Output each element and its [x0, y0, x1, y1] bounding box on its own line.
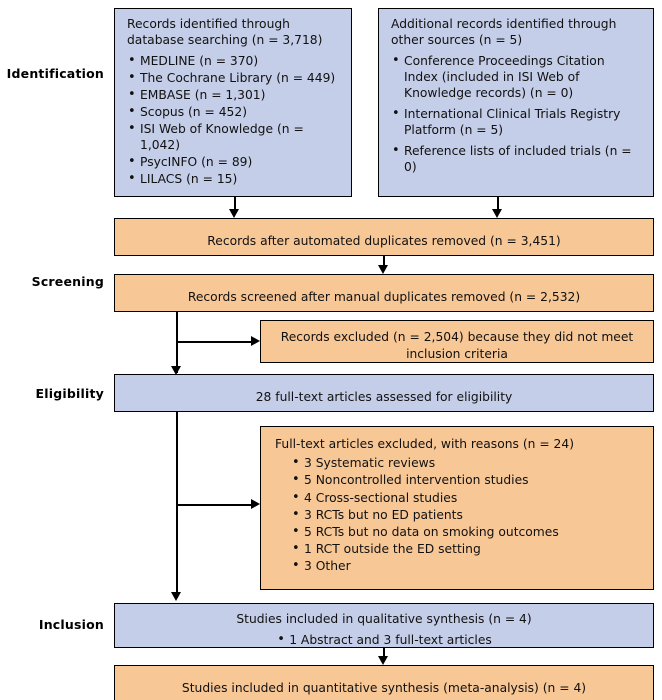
- box-auto-duplicates-removed: Records after automated duplicates remov…: [114, 218, 654, 256]
- box-database-search: Records identified through database sear…: [114, 8, 352, 197]
- box-other-sources-list: Conference Proceedings Citation Index (i…: [391, 52, 641, 176]
- arrowhead-down-icon: [229, 209, 239, 218]
- list-item: 3 Other: [291, 557, 639, 574]
- list-item: PsycINFO (n = 89): [127, 153, 339, 170]
- box-other-sources-heading: Additional records identified through ot…: [391, 17, 617, 48]
- box-database-search-list: MEDLINE (n = 370) The Cochrane Library (…: [127, 52, 339, 188]
- box-records-excluded-text: Records excluded (n = 2,504) because the…: [280, 330, 634, 361]
- list-item: LILACS (n = 15): [127, 170, 339, 187]
- connector-screened-to-excluded: [176, 341, 254, 343]
- list-item: ISI Web of Knowledge (n = 1,042): [127, 120, 339, 153]
- box-qualitative-synthesis-list: 1 Abstract and 3 full-text articles: [276, 630, 492, 648]
- connector-fulltext-to-excluded-reasons: [176, 504, 254, 506]
- box-fulltext-excluded-reasons: Full-text articles excluded, with reason…: [260, 426, 654, 590]
- arrowhead-down-icon: [171, 592, 181, 601]
- list-item: Reference lists of included trials (n = …: [391, 142, 641, 175]
- box-qualitative-synthesis-heading: Studies included in qualitative synthesi…: [236, 612, 532, 627]
- box-records-screened: Records screened after manual duplicates…: [114, 274, 654, 312]
- list-item: The Cochrane Library (n = 449): [127, 69, 339, 86]
- box-other-sources: Additional records identified through ot…: [378, 8, 654, 197]
- box-fulltext-excluded-heading: Full-text articles excluded, with reason…: [275, 437, 574, 451]
- list-item: 3 Systematic reviews: [291, 454, 639, 471]
- arrowhead-down-icon: [171, 366, 181, 375]
- list-item: 4 Cross-sectional studies: [291, 489, 639, 506]
- arrowhead-down-icon: [492, 209, 502, 218]
- arrowhead-right-icon: [251, 336, 260, 346]
- list-item: International Clinical Trials Registry P…: [391, 105, 641, 138]
- box-database-search-heading: Records identified through database sear…: [127, 17, 323, 48]
- list-item: MEDLINE (n = 370): [127, 52, 339, 69]
- stage-label-screening: Screening: [31, 274, 104, 289]
- box-records-screened-text: Records screened after manual duplicates…: [187, 289, 581, 304]
- list-item: 1 RCT outside the ED setting: [291, 540, 639, 557]
- arrowhead-down-icon: [378, 265, 388, 274]
- connector-othersources-to-dedup: [497, 197, 499, 211]
- connector-dedup-to-screened: [383, 256, 385, 267]
- list-item: EMBASE (n = 1,301): [127, 86, 339, 103]
- box-qualitative-synthesis: Studies included in qualitative synthesi…: [114, 603, 654, 648]
- box-records-excluded: Records excluded (n = 2,504) because the…: [260, 320, 654, 363]
- stage-label-inclusion: Inclusion: [38, 617, 104, 632]
- arrowhead-down-icon: [378, 656, 388, 665]
- connector-database-to-dedup: [234, 197, 236, 211]
- stage-label-eligibility: Eligibility: [35, 386, 104, 401]
- box-fulltext-assessed: 28 full-text articles assessed for eligi…: [114, 374, 654, 412]
- list-item: 1 Abstract and 3 full-text articles: [276, 630, 492, 648]
- list-item: 5 RCTs but no data on smoking outcomes: [291, 523, 639, 540]
- stage-label-identification: Identification: [6, 66, 104, 81]
- list-item: Conference Proceedings Citation Index (i…: [391, 52, 641, 101]
- list-item: 3 RCTs but no ED patients: [291, 506, 639, 523]
- connector-qualitative-to-quantitative: [383, 648, 385, 659]
- box-fulltext-assessed-text: 28 full-text articles assessed for eligi…: [255, 389, 513, 404]
- list-item: 5 Noncontrolled intervention studies: [291, 471, 639, 488]
- box-quantitative-synthesis-text: Studies included in quantitative synthes…: [181, 680, 587, 695]
- box-quantitative-synthesis: Studies included in quantitative synthes…: [114, 665, 654, 700]
- box-fulltext-excluded-list: 3 Systematic reviews 5 Noncontrolled int…: [291, 454, 639, 574]
- arrowhead-right-icon: [251, 499, 260, 509]
- list-item: Scopus (n = 452): [127, 103, 339, 120]
- box-auto-duplicates-removed-text: Records after automated duplicates remov…: [207, 233, 561, 248]
